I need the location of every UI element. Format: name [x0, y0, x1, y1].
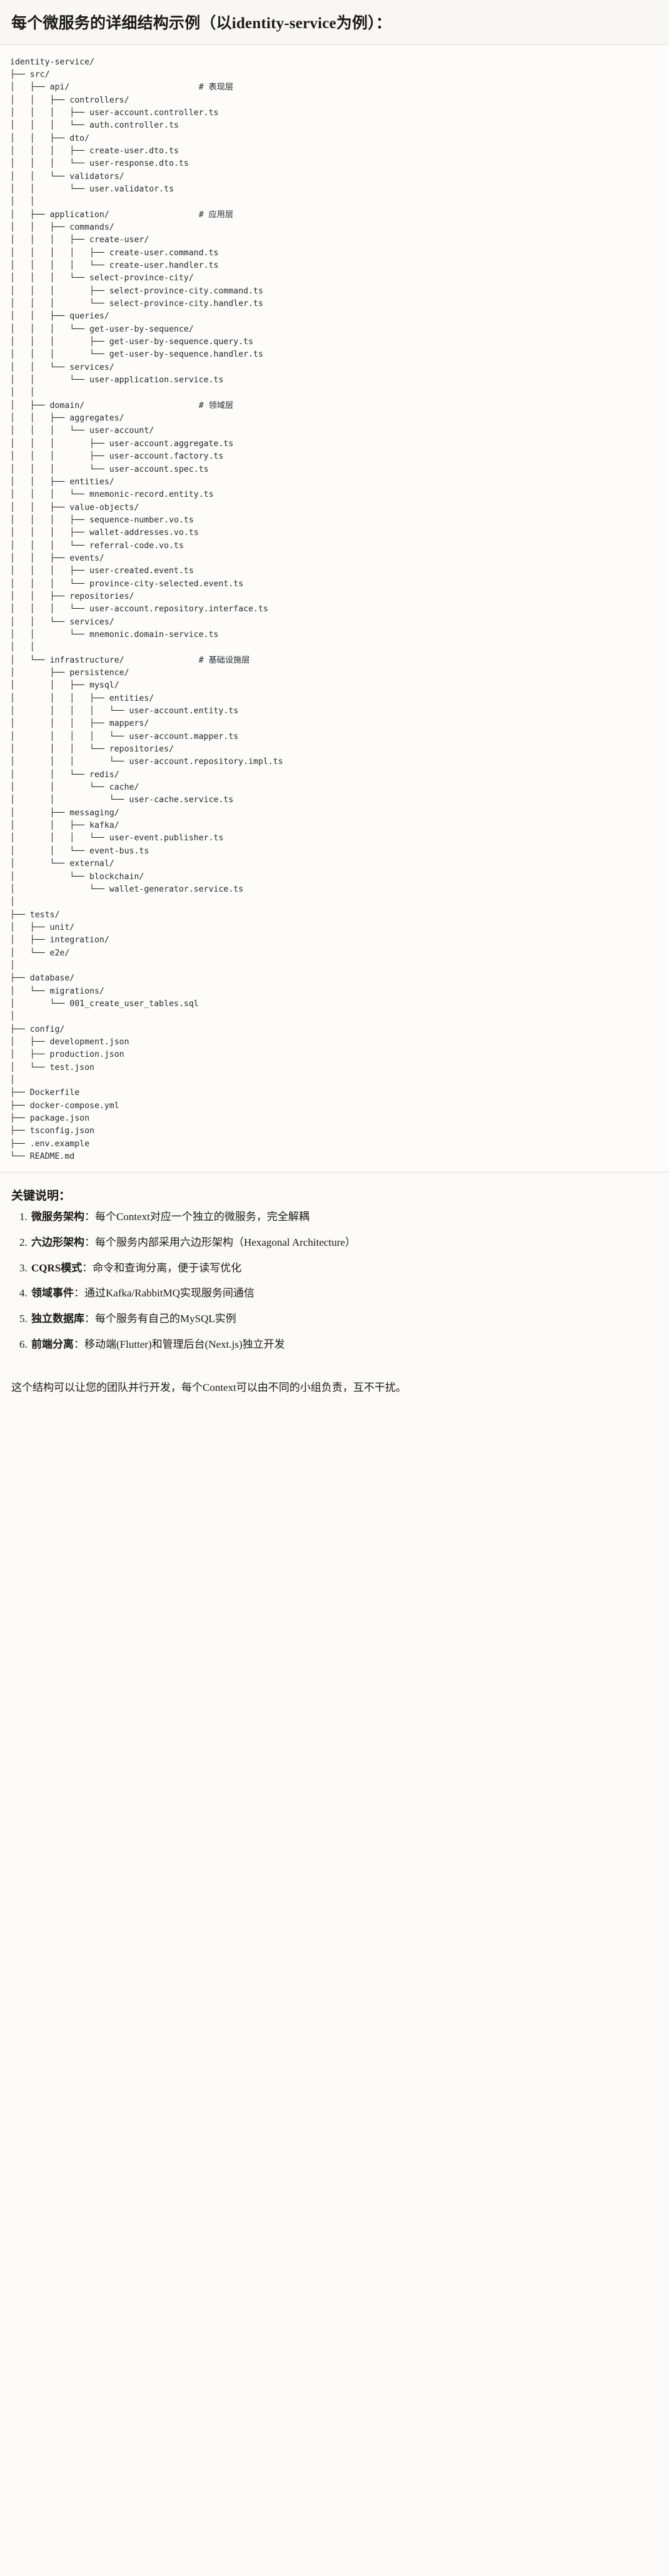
key-point-separator: ： [74, 1287, 84, 1300]
key-point-term: 前端分离 [31, 1338, 74, 1350]
list-item: 六边形架构：每个服务内部采用六边形架构（Hexagonal Architectu… [30, 1235, 658, 1251]
key-point-term: 微服务架构 [31, 1211, 84, 1223]
list-item: 微服务架构：每个Context对应一个独立的微服务，完全解耦 [30, 1209, 658, 1225]
key-point-separator: ： [74, 1338, 84, 1350]
key-point-desc: 命令和查询分离，便于读写优化 [93, 1261, 242, 1274]
list-item: 领域事件：通过Kafka/RabbitMQ实现服务间通信 [30, 1286, 658, 1301]
list-item: 独立数据库：每个服务有自己的MySQL实例 [30, 1311, 658, 1327]
page-root: 每个微服务的详细结构示例（以identity-service为例）： ident… [0, 0, 669, 1400]
key-point-separator: ： [84, 1211, 95, 1223]
list-item: CQRS模式：命令和查询分离，便于读写优化 [30, 1261, 658, 1276]
directory-tree: identity-service/ ├── src/ │ ├── api/ # … [10, 57, 283, 1162]
list-item: 前端分离：移动端(Flutter)和管理后台(Next.js)独立开发 [30, 1337, 658, 1353]
key-point-desc: 通过Kafka/RabbitMQ实现服务间通信 [84, 1287, 254, 1300]
key-point-term: 独立数据库 [31, 1312, 84, 1325]
page-title: 每个微服务的详细结构示例（以identity-service为例）： [11, 15, 392, 32]
heading-section: 每个微服务的详细结构示例（以identity-service为例）： [0, 0, 669, 45]
key-points-list: 微服务架构：每个Context对应一个独立的微服务，完全解耦 六边形架构：每个服… [11, 1209, 658, 1352]
key-point-desc: 每个服务有自己的MySQL实例 [95, 1312, 236, 1325]
key-point-separator: ： [84, 1312, 95, 1325]
key-point-term: 六边形架构 [31, 1236, 84, 1249]
key-point-separator: ： [82, 1261, 93, 1274]
directory-tree-block: identity-service/ ├── src/ │ ├── api/ # … [0, 44, 669, 1173]
key-point-desc: 每个服务内部采用六边形架构（Hexagonal Architecture） [95, 1236, 356, 1249]
key-points-title: 关键说明： [11, 1189, 71, 1203]
closing-paragraph: 这个结构可以让您的团队并行开发，每个Context可以由不同的小组负责，互不干扰… [11, 1382, 406, 1394]
key-point-desc: 移动端(Flutter)和管理后台(Next.js)独立开发 [84, 1338, 285, 1350]
key-point-term: CQRS模式 [31, 1261, 83, 1274]
key-points-section: 关键说明： 微服务架构：每个Context对应一个独立的微服务，完全解耦 六边形… [0, 1172, 669, 1366]
key-point-separator: ： [84, 1236, 95, 1249]
key-point-desc: 每个Context对应一个独立的微服务，完全解耦 [95, 1211, 309, 1223]
key-point-term: 领域事件 [31, 1287, 74, 1300]
